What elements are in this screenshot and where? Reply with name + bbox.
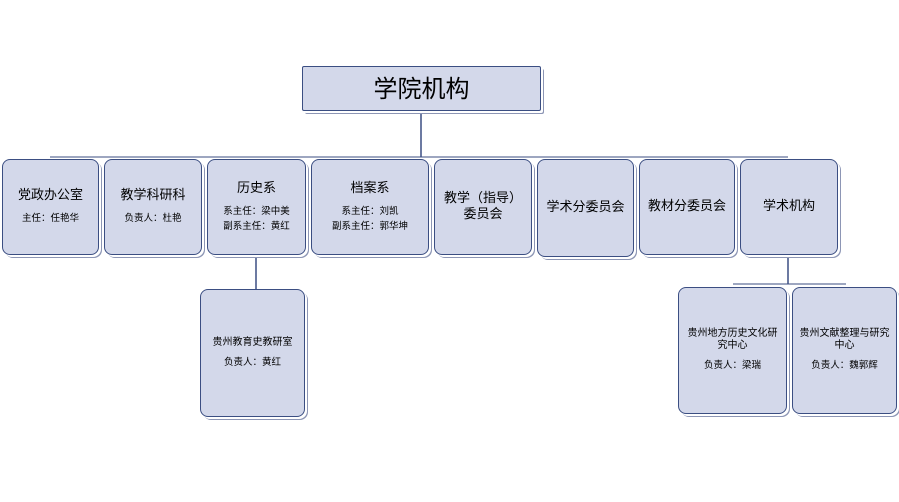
root-title: 学院机构 (373, 74, 470, 103)
root-node: 学院机构 (302, 66, 541, 111)
dept-node-academic-subcommittee: 学术分委员会 (537, 159, 634, 257)
dept-name: 教材分委员会 (647, 199, 726, 214)
dept-name: 教学（指导） 委员会 (443, 191, 522, 222)
sub-name: 贵州地方历史文化研 究中心 (687, 328, 778, 351)
dept-node-teaching-research: 教学科研科 负责人：杜艳 (104, 159, 202, 255)
dept-name: 教学科研科 (120, 188, 186, 203)
dept-name: 学术机构 (762, 199, 815, 214)
dept-name: 历史系 (236, 180, 276, 196)
sub-name: 贵州文献整理与研究 中心 (799, 328, 890, 351)
dept-detail: 系主任：梁中美 副系主任：黄红 (223, 205, 290, 232)
dept-node-party-office: 党政办公室 主任：任艳华 (2, 159, 99, 255)
dept-name: 档案系 (350, 180, 390, 196)
sub-detail: 负责人：梁瑞 (703, 360, 761, 371)
dept-node-textbook-subcommittee: 教材分委员会 (639, 159, 735, 255)
dept-name: 党政办公室 (17, 188, 83, 203)
sub-node-local-history-culture: 贵州地方历史文化研 究中心 负责人：梁瑞 (678, 287, 787, 414)
sub-detail: 负责人：黄红 (223, 356, 281, 368)
sub-node-education-history: 贵州教育史教研室 负责人：黄红 (200, 289, 305, 417)
sub-detail: 负责人：魏郭辉 (811, 360, 878, 371)
dept-detail: 负责人：杜艳 (124, 213, 182, 224)
dept-name: 学术分委员会 (546, 200, 625, 215)
dept-detail: 主任：任艳华 (21, 213, 79, 224)
dept-node-history: 历史系 系主任：梁中美 副系主任：黄红 (207, 159, 306, 255)
sub-node-literature-research: 贵州文献整理与研究 中心 负责人：魏郭辉 (792, 287, 897, 414)
dept-node-teaching-committee: 教学（指导） 委员会 (434, 159, 532, 255)
dept-node-archives: 档案系 系主任：刘凯 副系主任：郭华坤 (311, 159, 429, 255)
dept-detail: 系主任：刘凯 副系主任：郭华坤 (331, 205, 408, 232)
dept-node-academic-institutions: 学术机构 (740, 159, 838, 255)
sub-name: 贵州教育史教研室 (212, 336, 293, 348)
